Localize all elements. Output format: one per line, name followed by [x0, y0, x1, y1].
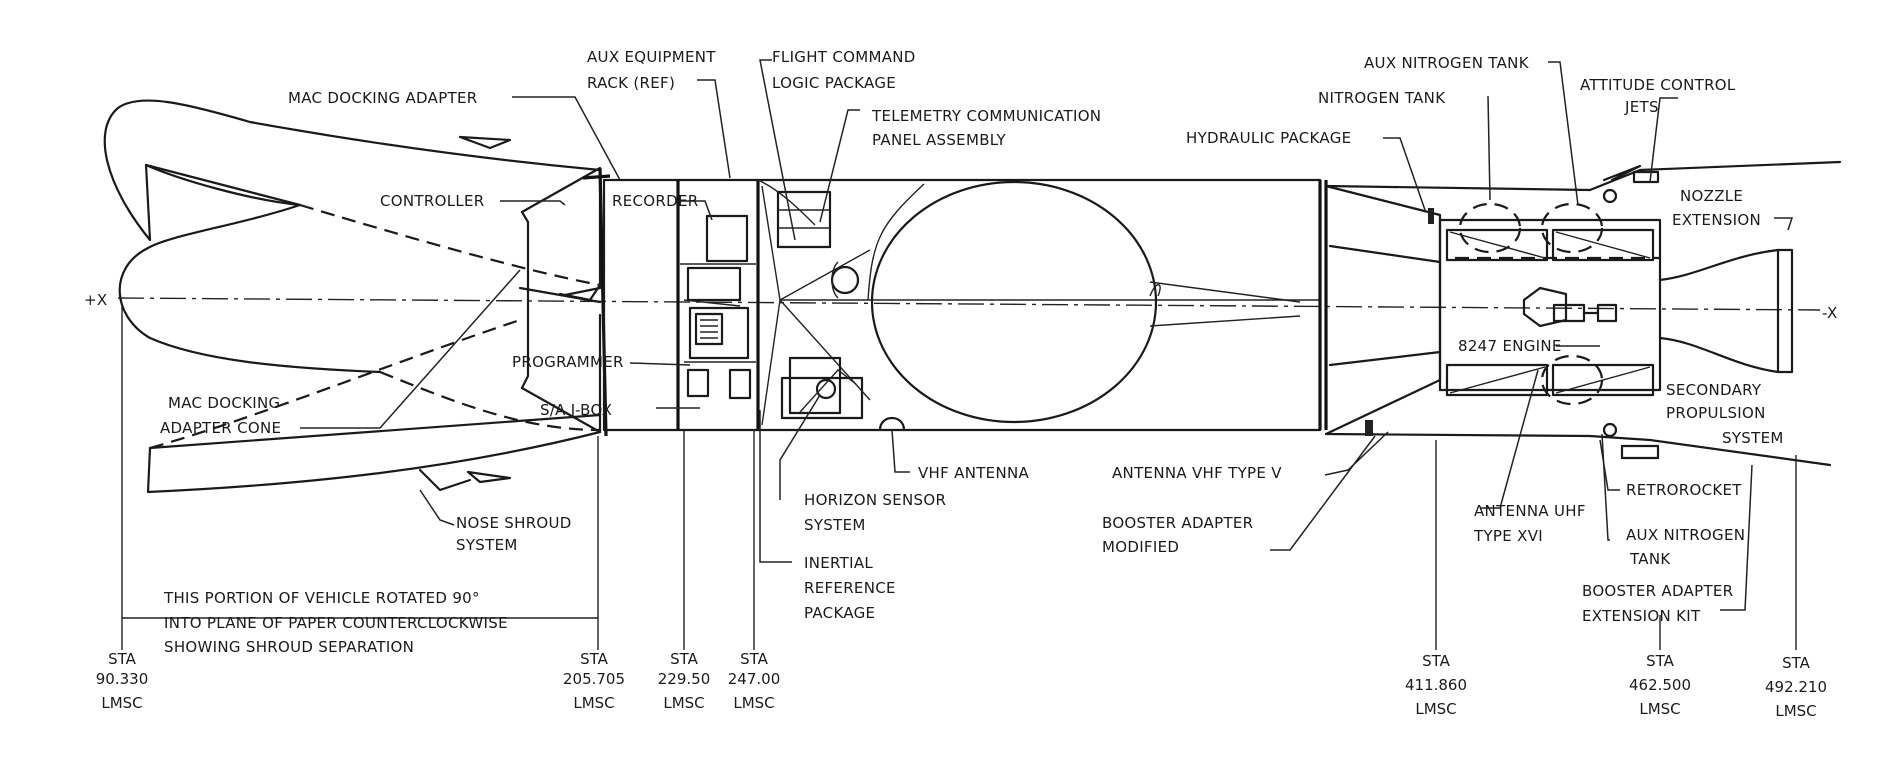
svg-text:90.330: 90.330	[96, 670, 149, 688]
svg-text:STA: STA	[580, 650, 609, 668]
station-411-860: STA 411.860 LMSC	[1405, 652, 1467, 718]
nozzle-label-1: NOZZLE	[1680, 187, 1743, 205]
horizon-sensor-label-1: HORIZON SENSOR	[804, 491, 946, 509]
station-90-330: STA 90.330 LMSC	[96, 650, 149, 712]
svg-text:LMSC: LMSC	[663, 694, 704, 712]
hydraulic-label: HYDRAULIC PACKAGE	[1186, 129, 1351, 147]
secondary-propulsion-label-1: SECONDARY	[1666, 381, 1762, 399]
telemetry-label-1: TELEMETRY COMMUNICATION	[871, 107, 1101, 125]
nose-shroud	[103, 99, 602, 494]
aux-nitrogen-bottom-label-2: TANK	[1629, 550, 1671, 568]
rotated-note-line-3: SHOWING SHROUD SEPARATION	[164, 638, 414, 656]
booster-extension-label-2: EXTENSION KIT	[1582, 607, 1701, 625]
station-229-50: STA 229.50 LMSC	[658, 650, 711, 712]
station-205-705: STA 205.705 LMSC	[563, 650, 625, 712]
nitrogen-tank-label: NITROGEN TANK	[1318, 89, 1446, 107]
inertial-label-3: PACKAGE	[804, 604, 875, 622]
svg-text:LMSC: LMSC	[573, 694, 614, 712]
svg-text:LMSC: LMSC	[733, 694, 774, 712]
antenna-vhf-type-v-label: ANTENNA VHF TYPE V	[1112, 464, 1282, 482]
retrorocket-label: RETROROCKET	[1626, 481, 1742, 499]
leader-lines	[300, 59, 1794, 611]
minus-x-label: -X	[1822, 304, 1838, 322]
svg-text:492.210: 492.210	[1765, 678, 1827, 696]
svg-text:205.705: 205.705	[563, 670, 625, 688]
aux-nitrogen-bottom-label-1: AUX NITROGEN	[1626, 526, 1745, 544]
booster-extension-label-1: BOOSTER ADAPTER	[1582, 582, 1733, 600]
telemetry-label-2: PANEL ASSEMBLY	[872, 131, 1006, 149]
mid-section	[756, 178, 1328, 432]
svg-text:STA: STA	[670, 650, 699, 668]
antenna-uhf-label-2: TYPE XVI	[1473, 527, 1543, 545]
svg-text:STA: STA	[740, 650, 769, 668]
station-247-00: STA 247.00 LMSC	[728, 650, 781, 712]
svg-text:STA: STA	[108, 650, 137, 668]
docking-adapter-cone	[518, 166, 611, 437]
attitude-control-label-2: JETS	[1624, 98, 1659, 116]
mac-cone-label-2: ADAPTER CONE	[160, 419, 281, 437]
svg-text:229.50: 229.50	[658, 670, 711, 688]
inertial-label-2: REFERENCE	[804, 579, 896, 597]
sa-jbox-label: S/A J-BOX	[540, 401, 612, 419]
svg-text:462.500: 462.500	[1629, 676, 1691, 694]
station-lines	[121, 305, 1797, 650]
aux-nitrogen-tank-top-label: AUX NITROGEN TANK	[1364, 54, 1530, 72]
equipment-rack	[602, 178, 760, 432]
svg-text:LMSC: LMSC	[1415, 700, 1456, 718]
inertial-label-1: INERTIAL	[804, 554, 873, 572]
vhf-antenna-label: VHF ANTENNA	[918, 464, 1029, 482]
aux-equipment-rack-label-1: AUX EQUIPMENT	[587, 48, 716, 66]
svg-text:LMSC: LMSC	[1639, 700, 1680, 718]
svg-text:STA: STA	[1782, 654, 1811, 672]
centerline	[117, 297, 1821, 311]
svg-text:LMSC: LMSC	[1775, 702, 1816, 720]
flight-command-label-1: FLIGHT COMMAND	[772, 48, 916, 66]
secondary-propulsion-label-3: SYSTEM	[1722, 429, 1784, 447]
mac-cone-label-1: MAC DOCKING	[168, 394, 280, 412]
rotated-note-line-2: INTO PLANE OF PAPER COUNTERCLOCKWISE	[164, 614, 508, 632]
plus-x-label: +X	[84, 291, 107, 309]
svg-text:247.00: 247.00	[728, 670, 781, 688]
nose-shroud-label-1: NOSE SHROUD	[456, 514, 572, 532]
svg-text:STA: STA	[1646, 652, 1675, 670]
station-labels: STA 90.330 LMSC STA 205.705 LMSC STA 229…	[96, 650, 1827, 720]
attitude-control-label-1: ATTITUDE CONTROL	[1580, 76, 1736, 94]
controller-label: CONTROLLER	[380, 192, 485, 210]
secondary-propulsion-label-2: PROPULSION	[1666, 404, 1766, 422]
recorder-label: RECORDER	[612, 192, 698, 210]
booster-adapter-modified-label-2: MODIFIED	[1102, 538, 1179, 556]
antenna-uhf-label-1: ANTENNA UHF	[1474, 502, 1586, 520]
aux-equipment-rack-label-2: RACK (REF)	[587, 74, 675, 92]
rotated-note-line-1: THIS PORTION OF VEHICLE ROTATED 90°	[163, 589, 480, 607]
svg-text:STA: STA	[1422, 652, 1451, 670]
svg-text:LMSC: LMSC	[101, 694, 142, 712]
nose-shroud-label-2: SYSTEM	[456, 536, 518, 554]
mac-docking-adapter-label: MAC DOCKING ADAPTER	[288, 89, 478, 107]
svg-text:411.860: 411.860	[1405, 676, 1467, 694]
station-462-500: STA 462.500 LMSC	[1629, 652, 1691, 718]
aft-section	[1324, 160, 1842, 467]
horizon-sensor-label-2: SYSTEM	[804, 516, 866, 534]
labels: MAC DOCKING ADAPTER AUX EQUIPMENT RACK (…	[84, 48, 1838, 656]
station-492-210: STA 492.210 LMSC	[1765, 654, 1827, 720]
flight-command-label-2: LOGIC PACKAGE	[772, 74, 896, 92]
programmer-label: PROGRAMMER	[512, 353, 624, 371]
engine-label: 8247 ENGINE	[1458, 337, 1562, 355]
booster-adapter-modified-label-1: BOOSTER ADAPTER	[1102, 514, 1253, 532]
nozzle-label-2: EXTENSION	[1672, 211, 1761, 229]
